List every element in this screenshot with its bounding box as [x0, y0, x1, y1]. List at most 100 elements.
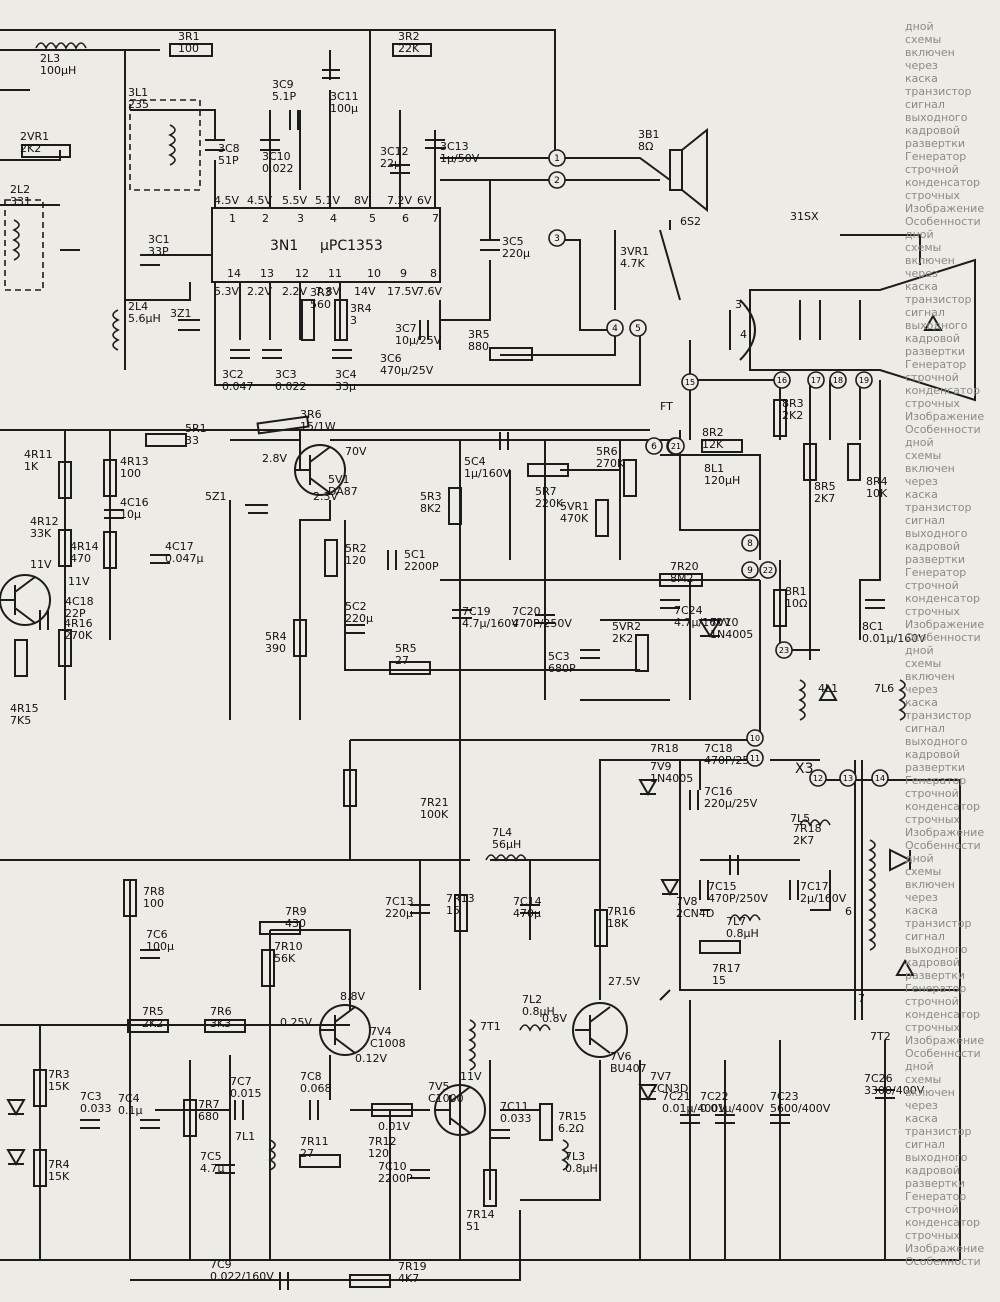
component-ref: 7R19: [398, 1260, 427, 1273]
component-ref: 3C3: [275, 368, 297, 381]
ic-pin-number: 13: [260, 267, 274, 280]
text-line: сигнал: [905, 1138, 945, 1151]
text-line: каска: [905, 1112, 938, 1125]
text-line: схемы: [905, 33, 942, 46]
component-ref: 7T1: [480, 1020, 501, 1033]
component-value: 680P: [548, 662, 576, 675]
component-value: 0.047μ: [165, 552, 204, 565]
component-ref: 7R9: [285, 905, 307, 918]
text-line: каска: [905, 488, 938, 501]
component-ref: 3C6: [380, 352, 402, 365]
ic-pin-number: 14: [227, 267, 241, 280]
component-value: 10μ/25V: [395, 334, 442, 347]
text-line: строчных: [905, 189, 961, 202]
component-value: 470P/250V: [708, 892, 768, 905]
text-line: развертки: [905, 137, 966, 150]
component-value: 2CN3D: [650, 1082, 688, 1095]
component-value: 8M2: [670, 572, 694, 585]
component-ref: 3L1: [128, 86, 148, 99]
component-value: 2K2: [782, 409, 803, 422]
component-ref: 8R5: [814, 480, 836, 493]
resistors: [14, 43, 861, 1288]
component-value: 8Ω: [638, 140, 653, 153]
component-ref: 3C1: [148, 233, 170, 246]
component-value: 220μ/25V: [704, 797, 758, 810]
component-ref: 7C18: [704, 742, 733, 755]
connector-number: 13: [843, 774, 853, 783]
component-ref: 4R14: [70, 540, 99, 553]
component-ref: 7L5: [790, 812, 810, 825]
text-line: развертки: [905, 761, 966, 774]
connector-node: [746, 729, 764, 747]
component-ref: 3R3: [310, 286, 332, 299]
component-ref: 3R5: [468, 328, 490, 341]
component-value: 33K: [30, 527, 52, 540]
component-ref: 3C9: [272, 78, 294, 91]
component-value: 390: [265, 642, 286, 655]
text-line: Изображение: [905, 1034, 985, 1047]
text-line: Генератор: [905, 566, 967, 579]
component-value: 2K2: [612, 632, 633, 645]
component-value: 51P: [218, 154, 239, 167]
component-ref: 5C4: [464, 455, 486, 468]
component-ref: 5VR1: [560, 500, 589, 513]
component-ref: 4C17: [165, 540, 194, 553]
text-line: Генератор: [905, 1190, 967, 1203]
text-line: дной: [905, 852, 934, 865]
flyback-7t2: [854, 760, 863, 1020]
component-ref: 4R11: [24, 448, 53, 461]
text-line: конденсатор: [905, 592, 981, 605]
component-ref: 4C18: [65, 595, 94, 608]
component-ref: 4R15: [10, 702, 39, 715]
speaker-3b1: [669, 127, 708, 213]
component-value: 4.7μ/160V: [462, 617, 519, 630]
ic-pin-voltage: 4.5V: [247, 194, 272, 207]
component-ref: 7R4: [48, 1158, 70, 1171]
component-value: 470μ: [513, 907, 541, 920]
component-ref: 7R17: [712, 962, 741, 975]
component-value: 51: [466, 1220, 480, 1233]
component-ref: 7C13: [385, 895, 414, 908]
component-value: 0.033: [80, 1102, 112, 1115]
text-line: строчной: [905, 371, 959, 384]
component-value: 5.6μH: [128, 312, 161, 325]
text-line: через: [905, 891, 938, 904]
connector-node: [839, 769, 857, 787]
component-value: 15/1W: [300, 420, 336, 433]
text-line: конденсатор: [905, 800, 981, 813]
component-ref: 7R11: [300, 1135, 329, 1148]
text-line: включен: [905, 254, 955, 267]
component-value: 430: [285, 917, 306, 930]
component-value: 10Ω: [785, 597, 807, 610]
connector-node: [681, 373, 699, 391]
connector-node: [606, 319, 624, 337]
component-value: 33: [185, 434, 199, 447]
ic-pin-voltage: 7.8V: [315, 285, 340, 298]
connector-node: [871, 769, 889, 787]
text-line: кадровой: [905, 1164, 961, 1177]
component-value: 100: [178, 42, 199, 55]
text-line: каска: [905, 280, 938, 293]
text-line: транзистор: [905, 1125, 972, 1138]
component-ref: 5C3: [548, 650, 570, 663]
component-value: 2μ/160V: [800, 892, 847, 905]
component-ref: 5R7: [535, 485, 557, 498]
connector-node: [548, 149, 566, 167]
component-value: 2CN4D: [676, 907, 714, 920]
component-value: 220μ: [502, 247, 530, 260]
text-line: сигнал: [905, 514, 945, 527]
ic-pin-number: 10: [367, 267, 381, 280]
pin-label: 3: [735, 298, 742, 311]
connector-node: [807, 371, 825, 389]
component-value: 5600/400V: [770, 1102, 831, 1115]
text-line: включен: [905, 670, 955, 683]
component-value: 33μ: [335, 380, 356, 393]
net-voltage: 2.8V: [262, 452, 287, 465]
ic-pin-number: 12: [295, 267, 309, 280]
connector-number: 4: [612, 324, 618, 334]
component-ref: 3C8: [218, 142, 240, 155]
ic-pin-number: 3: [297, 212, 304, 225]
text-line: выходного: [905, 527, 968, 540]
text-line: дной: [905, 228, 934, 241]
component-ref: 7C6: [146, 928, 168, 941]
